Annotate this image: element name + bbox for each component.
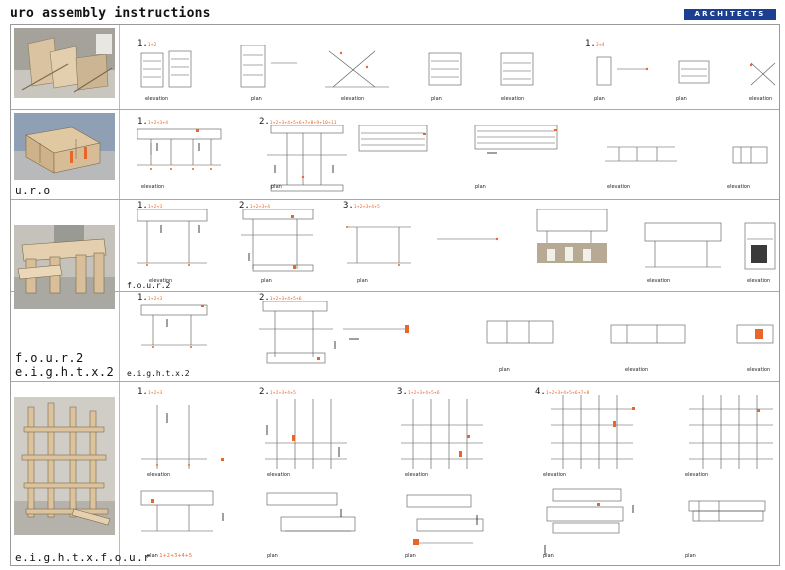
caption: plan [261, 278, 272, 284]
page-title: uro assembly instructions [10, 6, 211, 21]
step-1-left: 1.1+2 [137, 39, 157, 49]
caption: elevation [747, 278, 771, 284]
row-label-four2: f.o.u.r.2 [15, 351, 84, 365]
row-eightxfour: e.i.g.h.t.x.f.o.u.r 1.1+2+3 2.1+2+3+4+5 … [11, 381, 779, 565]
caption: elevation [149, 278, 173, 284]
row3-drawings [137, 209, 776, 272]
caption: plan [271, 184, 282, 190]
step-2: 2.1+2+3+4+5+6+7+8+9+10+11 [259, 117, 337, 127]
caption: elevation [405, 472, 429, 478]
caption: elevation [543, 472, 567, 478]
row-uro: u.r.o 1.1+2+3+4 2.1+2+3+4+5+6+7+8+9+10+1… [11, 109, 779, 200]
architects-logo: ARCHITECTS [684, 9, 776, 20]
caption: plan [405, 553, 416, 559]
row4-drawings [140, 301, 774, 364]
caption: plan [431, 96, 442, 102]
photo-uro-pieces [14, 28, 115, 98]
row1-drawings [140, 45, 776, 88]
caption: plan [543, 553, 554, 559]
row2-drawings [137, 125, 768, 192]
column-divider [119, 25, 120, 565]
instruction-sheet: 1.1+2 1.3+4 elevation plan elevation [10, 24, 780, 566]
row-four2: 1.1+2+3 2.1+2+3+4 3.1+2+3+4+5 elevation [11, 199, 779, 309]
caption: elevation [147, 472, 171, 478]
step-1: 1.1+2+3 [137, 293, 163, 303]
caption: elevation [501, 96, 525, 102]
row-eightx2: f.o.u.r.2 e.i.g.h.t.x.2 1.1+2+3 2.1+2+3+… [11, 291, 779, 382]
step-1-right: 1.3+4 [585, 39, 605, 49]
photo-uro [14, 113, 115, 180]
caption: elevation [267, 472, 291, 478]
caption: plan [267, 553, 278, 559]
caption: elevation [625, 367, 649, 373]
row5-drawings [140, 395, 773, 555]
caption: plan [357, 278, 368, 284]
row-uro-pieces: 1.1+2 1.3+4 elevation plan elevation [11, 25, 779, 110]
caption: elevation [607, 184, 631, 190]
step-3: 3.1+2+3+4+5 [343, 201, 381, 211]
step-4: 4.1+2+3+4+5+6+7+8 [535, 387, 590, 397]
step-3: 3.1+2+3+4+5+6 [397, 387, 440, 397]
caption: plan [685, 553, 696, 559]
caption: elevation [747, 367, 771, 373]
step-1: 1.1+2+3 [137, 387, 163, 397]
caption: elevation [141, 184, 165, 190]
caption: plan 1+2+3+4+5 [147, 553, 193, 559]
caption: elevation [749, 96, 773, 102]
caption: elevation [647, 278, 671, 284]
step-1: 1.1+2+3+4 [137, 117, 169, 127]
caption: plan [594, 96, 605, 102]
photo-four2 [14, 225, 115, 309]
caption: elevation [727, 184, 751, 190]
step-2: 2.1+2+3+4+5 [259, 387, 297, 397]
caption: plan [251, 96, 262, 102]
caption: plan [499, 367, 510, 373]
row-label: e.i.g.h.t.x.f.o.u.r [15, 551, 151, 564]
step-1: 1.1+2+3 [137, 201, 163, 211]
row-label: u.r.o [15, 184, 51, 197]
step-2: 2.1+2+3+4 [239, 201, 271, 211]
caption: plan [676, 96, 687, 102]
caption: elevation [341, 96, 365, 102]
step-2: 2.1+2+3+4+5+6 [259, 293, 302, 303]
photo-eightxfour [14, 397, 115, 535]
caption: plan [475, 184, 486, 190]
sublabel-four2: f.o.u.r.2 [127, 281, 171, 290]
row-label-eightx2: e.i.g.h.t.x.2 [15, 365, 115, 379]
caption: elevation [145, 96, 169, 102]
sublabel-eightx2: e.i.g.h.t.x.2 [127, 369, 190, 378]
caption: elevation [685, 472, 709, 478]
